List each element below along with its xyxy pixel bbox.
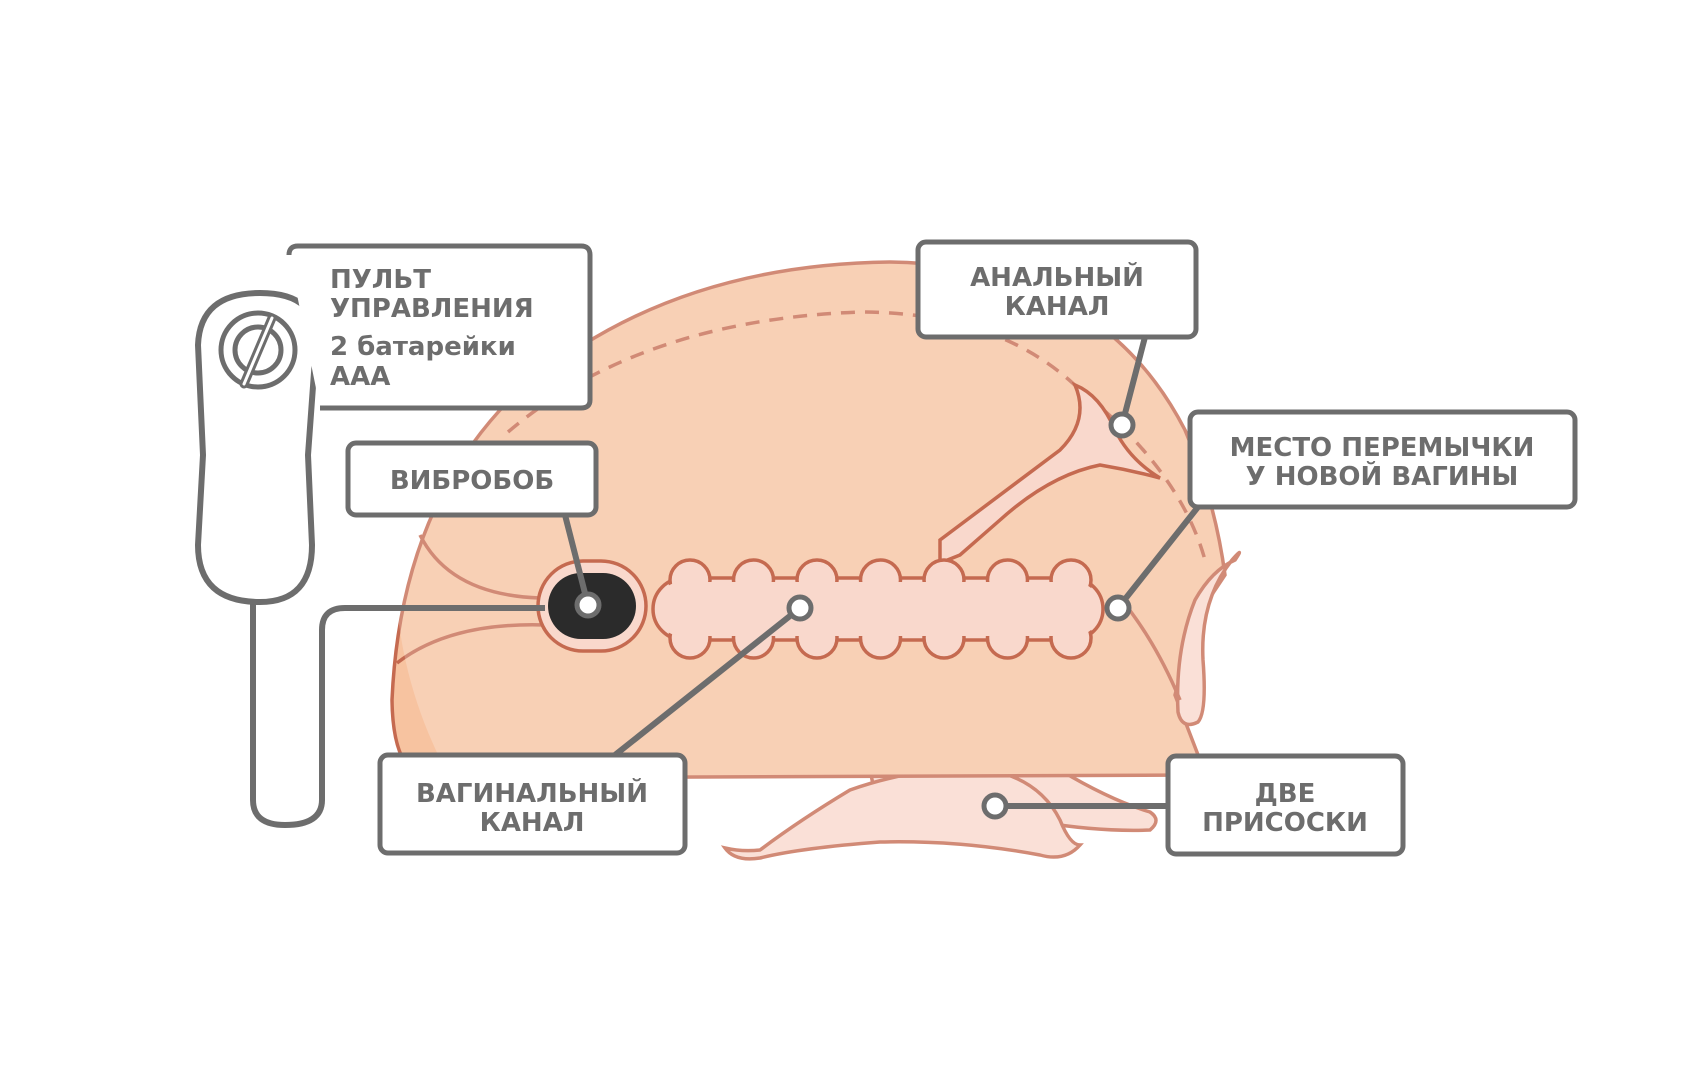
- anal-label-line2: КАНАЛ: [1005, 292, 1110, 322]
- leader-vaginal: [612, 605, 803, 758]
- dot-anal: [1108, 411, 1136, 439]
- anal-label-line1: АНАЛЬНЫЙ: [970, 261, 1144, 293]
- dot-vaginal: [786, 594, 814, 622]
- vaginal-label-line1: ВАГИНАЛЬНЫЙ: [416, 777, 648, 809]
- remote-label-line1: ПУЛЬТ: [330, 265, 431, 295]
- remote-label-line4: ААА: [330, 362, 390, 392]
- power-icon[interactable]: [218, 310, 298, 390]
- remote-label-line3: 2 батарейки: [330, 332, 516, 362]
- label-remote: ПУЛЬТ УПРАВЛЕНИЯ 2 батарейки ААА: [286, 243, 593, 411]
- bridge-label-line2: У НОВОЙ ВАГИНЫ: [1246, 460, 1519, 492]
- leader-bullet: [562, 512, 591, 608]
- bullet-label-line1: ВИБРОБОБ: [390, 466, 554, 496]
- bridge-label-line1: МЕСТО ПЕРЕМЫЧКИ: [1230, 433, 1535, 463]
- canal-core-fill: [655, 582, 1101, 636]
- leader-anal: [1119, 334, 1148, 428]
- label-bridge: МЕСТО ПЕРЕМЫЧКИ У НОВОЙ ВАГИНЫ: [1187, 409, 1578, 510]
- labia-fold: [1175, 550, 1242, 727]
- label-bullet: ВИБРОБОБ: [345, 440, 599, 518]
- left-fold-lower: [395, 623, 546, 665]
- leader-lines: [562, 334, 1201, 809]
- vaginal-canal-tube: [651, 558, 1105, 660]
- label-anal: АНАЛЬНЫЙ КАНАЛ: [915, 239, 1199, 340]
- left-fold-upper: [418, 534, 541, 600]
- dot-suction: [981, 792, 1009, 820]
- dot-bullet: [574, 591, 602, 619]
- remote-control: [194, 289, 545, 829]
- remote-label-line2: УПРАВЛЕНИЯ: [330, 294, 534, 324]
- suction-label-line1: ДВЕ: [1255, 779, 1316, 809]
- leader-bridge: [1115, 504, 1201, 611]
- marker-dots: [574, 411, 1136, 820]
- vaginal-label-line2: КАНАЛ: [480, 808, 585, 838]
- remote-cord: [250, 600, 545, 829]
- label-suction: ДВЕ ПРИСОСКИ: [1165, 753, 1406, 857]
- label-vaginal: ВАГИНАЛЬНЫЙ КАНАЛ: [377, 752, 688, 856]
- dot-bridge: [1104, 594, 1132, 622]
- suction-label-line2: ПРИСОСКИ: [1202, 808, 1368, 838]
